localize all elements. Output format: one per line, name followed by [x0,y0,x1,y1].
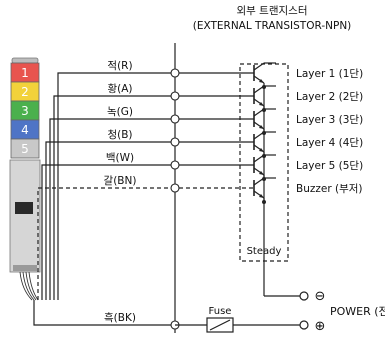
wire-labels: 적(R) 황(A) 녹(G) 청(B) 백(W) 갈(BN) 흑(BK) [104,60,137,324]
fuse-element [209,319,231,331]
tower-segment-label: 3 [21,104,29,118]
tower-segment-5 [10,138,40,159]
output-label: Layer 1 (1단) [296,68,363,80]
wire-2 [49,118,175,300]
wire-label: 청(B) [107,129,132,141]
terminal-circle [170,68,180,78]
output-label: Layer 2 (2단) [296,91,363,103]
npn-transistor-icon [253,85,276,112]
npn-transistor-icon [253,131,276,158]
power-label: POWER (전원) [330,305,385,318]
header-title-korean: 외부 트랜지스터 [237,5,308,17]
tower-segment-label: 2 [21,85,29,99]
tower-connector [13,265,37,271]
tower-segment-label: 4 [21,123,29,137]
minus-icon: ⊖ [315,289,326,304]
steady-label: Steady [247,246,282,257]
terminal-circle [170,137,180,147]
wire-label: 갈(BN) [104,174,137,187]
wire-label: 황(A) [107,83,132,95]
npn-transistor-icon [253,177,276,204]
tower-segments: 1 2 3 4 5 [10,62,40,159]
terminal-circle [170,183,180,193]
output-labels: Layer 1 (1단) Layer 2 (2단) Layer 3 (3단) Laye… [296,68,363,195]
output-label: Layer 5 (5단) [296,160,363,172]
output-label: Layer 3 (3단) [296,114,363,126]
tower-lamp: 1 2 3 4 5 [9,57,41,273]
header-title-english: (EXTERNAL TRANSISTOR-NPN) [193,20,352,32]
wire-label: 백(W) [106,152,134,164]
fuse-label: Fuse [209,306,232,317]
wire-0 [57,72,175,300]
wire-1 [53,95,175,300]
tower-indicator-window [15,202,33,214]
wire-lines [33,72,175,326]
plus-icon: ⊕ [315,319,326,334]
tower-base [9,159,41,273]
wire-label: 적(R) [107,60,132,72]
wire-label: 흑(BK) [104,311,136,324]
terminal-circle [170,160,180,170]
wire-3 [45,141,175,300]
output-label: Buzzer (부저) [296,183,363,195]
tower-segment-label: 1 [21,66,29,80]
output-label: Layer 4 (4단) [296,137,363,149]
wire-5 [37,187,175,300]
transistors [179,62,276,261]
npn-transistor-icon [253,62,276,89]
wire-label: 녹(G) [107,106,133,118]
power-terminal-plus [299,320,309,330]
tower-segment-label: 5 [21,142,29,156]
npn-transistor-icon [253,154,276,181]
npn-transistor-icon [253,108,276,135]
wire-4 [41,164,175,300]
terminal-points [170,68,180,330]
terminal-circle [170,114,180,124]
tower-cap [11,57,39,64]
wire-6 [33,300,175,326]
terminal-circle [170,91,180,101]
power-terminal-minus [299,291,309,301]
cable-bundle [19,271,39,301]
